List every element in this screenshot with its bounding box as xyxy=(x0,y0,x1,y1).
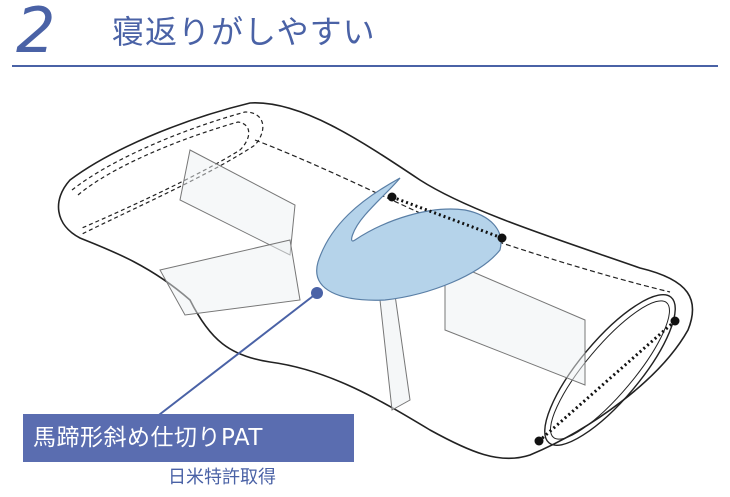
right-end-cap-inner xyxy=(550,300,670,440)
indicator-dot xyxy=(387,192,397,202)
partition-left xyxy=(179,149,296,256)
partition-center-left xyxy=(159,239,301,316)
header-divider xyxy=(12,65,718,67)
right-end-cap xyxy=(544,294,676,446)
indicator-dot xyxy=(497,233,507,243)
horseshoe-pat xyxy=(316,177,502,301)
left-end-dashed xyxy=(71,111,264,236)
callout-label: 馬蹄形斜め仕切りPAT xyxy=(23,414,354,462)
header: 2 寝返りがしやすい xyxy=(0,0,730,70)
callout-leader xyxy=(154,292,318,419)
indicator-dot xyxy=(534,436,544,446)
width-indicator-end xyxy=(538,319,676,443)
callout-anchor-dot xyxy=(311,287,323,299)
pillow-diagram xyxy=(57,102,694,460)
indicator-dot xyxy=(670,316,680,326)
left-end-inner xyxy=(77,121,250,229)
step-number: 2 xyxy=(16,0,56,67)
patent-note: 日米特許取得 xyxy=(168,467,276,488)
partition-center xyxy=(379,294,411,411)
step-title: 寝返りがしやすい xyxy=(112,13,376,51)
partition-right xyxy=(444,259,586,386)
